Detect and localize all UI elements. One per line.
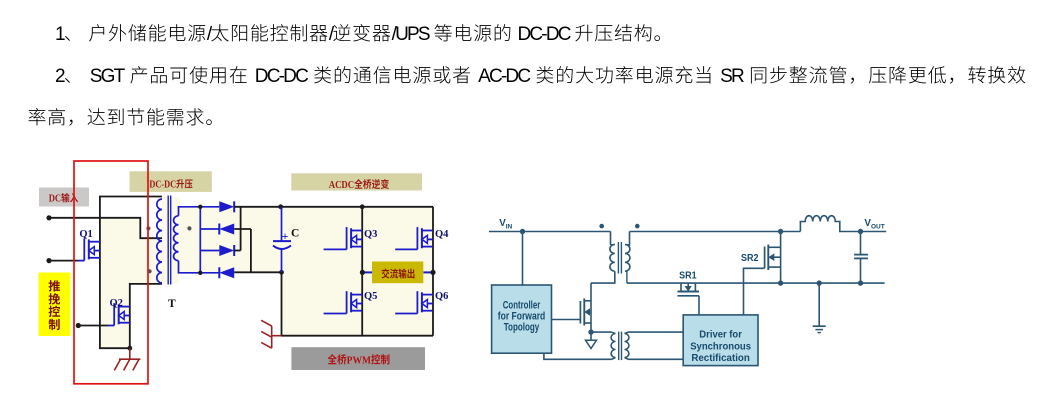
svg-text:挽: 挽 bbox=[48, 289, 60, 307]
svg-text:Q5: Q5 bbox=[364, 291, 377, 302]
svg-text:Synchronous: Synchronous bbox=[690, 341, 751, 352]
svg-text:控: 控 bbox=[48, 302, 60, 320]
svg-text:VIN: VIN bbox=[499, 218, 512, 230]
svg-text:+: + bbox=[282, 229, 289, 243]
svg-text:for Forward: for Forward bbox=[498, 311, 546, 323]
svg-text:C: C bbox=[291, 228, 299, 240]
svg-text:制: 制 bbox=[48, 315, 60, 333]
svg-text:推: 推 bbox=[48, 277, 60, 295]
svg-text:Q6: Q6 bbox=[435, 291, 448, 302]
svg-text:Rectification: Rectification bbox=[691, 353, 750, 364]
svg-text:ACDC全桥逆变: ACDC全桥逆变 bbox=[329, 178, 390, 191]
svg-text:DC输入: DC输入 bbox=[49, 193, 79, 205]
svg-text:SR2: SR2 bbox=[741, 253, 759, 264]
svg-text:全桥PWM控制: 全桥PWM控制 bbox=[328, 353, 391, 366]
svg-text:Q1: Q1 bbox=[79, 229, 92, 240]
svg-text:SR1: SR1 bbox=[679, 270, 697, 281]
svg-text:Driver for: Driver for bbox=[699, 329, 742, 340]
svg-text:交流输出: 交流输出 bbox=[381, 268, 415, 281]
svg-text:Q4: Q4 bbox=[435, 229, 449, 240]
svg-text:Q3: Q3 bbox=[364, 229, 377, 240]
svg-text:Q2: Q2 bbox=[110, 298, 123, 309]
svg-text:T: T bbox=[168, 298, 176, 310]
svg-text:VOUT: VOUT bbox=[864, 218, 884, 230]
svg-text:DC-DC升压: DC-DC升压 bbox=[149, 178, 193, 190]
svg-text:Controller: Controller bbox=[503, 300, 541, 312]
svg-text:Topology: Topology bbox=[504, 321, 540, 333]
